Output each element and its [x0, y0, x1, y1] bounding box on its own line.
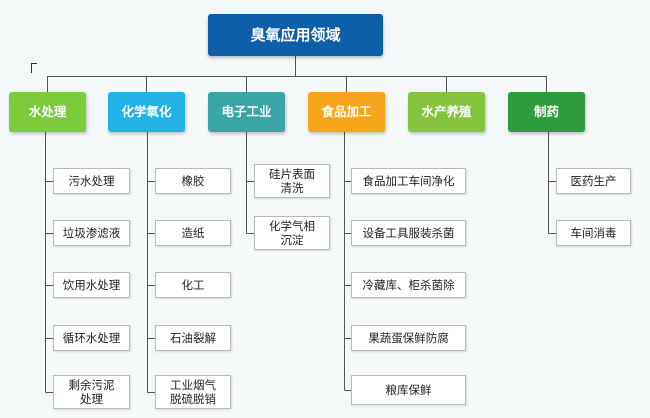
leaf-landfill-leachate: 垃圾渗滤液: [53, 220, 130, 246]
root-node-ozone-applications: 臭氧应用领域: [208, 14, 383, 56]
leaf-pharmaceutical-production: 医药生产: [556, 168, 631, 194]
category-pharmaceutical: 制药: [508, 92, 585, 132]
leaf-petroleum-cracking: 石油裂解: [155, 325, 231, 351]
category-food-processing: 食品加工: [308, 92, 385, 132]
corner-mark: [31, 63, 37, 73]
leaf-workshop-disinfection: 车间消毒: [556, 220, 631, 246]
leaf-wafer-cleaning: 硅片表面 清洗: [254, 164, 330, 198]
leaf-chemical-industry: 化工: [155, 272, 231, 298]
leaf-produce-preservation: 果蔬蛋保鲜防腐: [351, 325, 466, 351]
leaf-cold-storage-sterilization: 冷藏库、柜杀菌除: [351, 272, 466, 298]
category-aquaculture: 水产养殖: [408, 92, 485, 132]
leaf-workshop-purification: 食品加工车间净化: [351, 168, 466, 194]
leaf-sewage-treatment: 污水处理: [53, 168, 130, 194]
leaf-residual-sludge: 剩余污泥 处理: [53, 375, 130, 409]
leaf-chemical-vapor-deposition: 化学气相 沉淀: [254, 216, 330, 250]
leaf-flue-gas-desulfurization: 工业烟气 脱硫脱销: [155, 375, 231, 409]
leaf-equipment-sterilization: 设备工具服装杀菌: [351, 220, 466, 246]
category-electronics: 电子工业: [208, 92, 285, 132]
category-chemical-oxidation: 化学氧化: [108, 92, 185, 132]
leaf-circulating-water: 循环水处理: [53, 325, 130, 351]
leaf-drinking-water: 饮用水处理: [53, 272, 130, 298]
category-water-treatment: 水处理: [9, 92, 86, 132]
leaf-papermaking: 造纸: [155, 220, 231, 246]
leaf-rubber: 橡胶: [155, 168, 231, 194]
leaf-granary-preservation: 粮库保鲜: [351, 375, 466, 405]
